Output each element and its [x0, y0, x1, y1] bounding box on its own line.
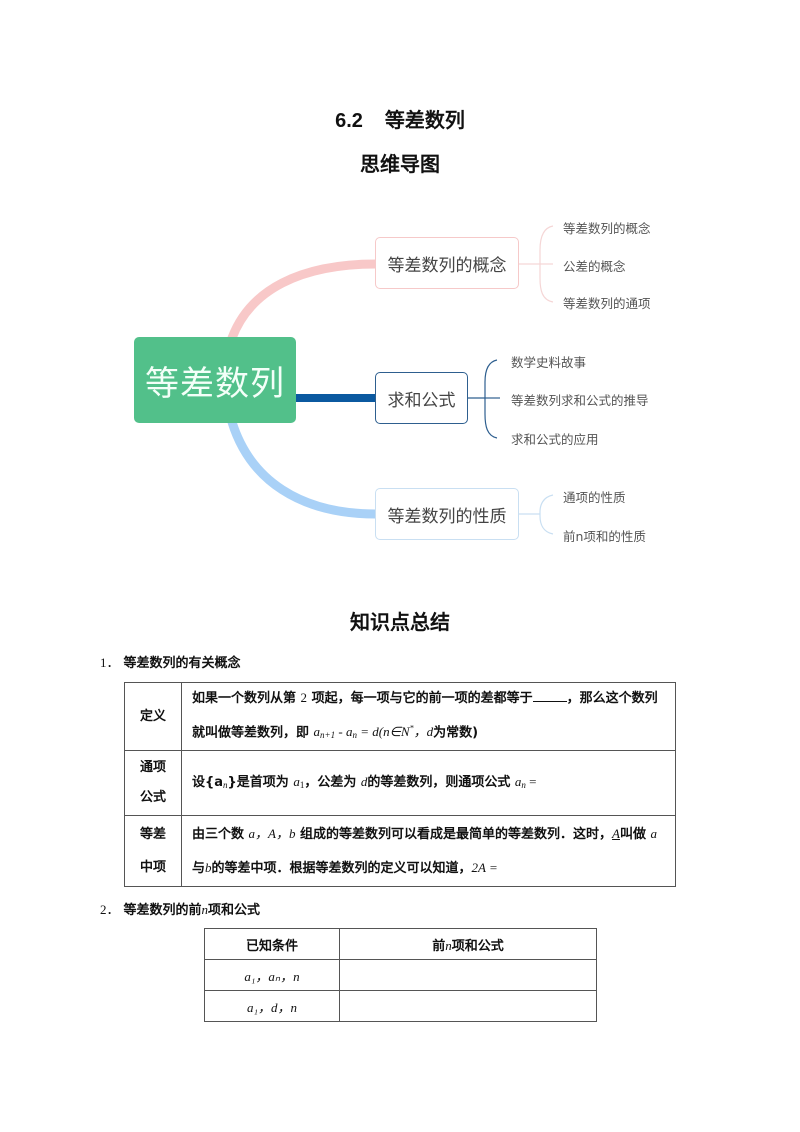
mindmap-leaf: 等差数列的概念: [563, 221, 651, 236]
concepts-table: 定义 如果一个数列从第 2 项起，每一项与它的前一项的差都等于，那么这个数列就叫…: [124, 681, 676, 888]
mindmap-connectors: [227, 225, 554, 535]
section1-heading-text: 等差数列的有关概念: [123, 656, 241, 671]
number: 2: [300, 690, 308, 705]
arithmetic-mean-content: 由三个数 a，A，b 组成的等差数列可以看成是最简单的等差数列．这时，A叫做 a…: [181, 815, 676, 888]
table-row: a₁，d，n: [204, 990, 597, 1022]
mindmap-leaf: 求和公式的应用: [511, 432, 599, 447]
row-label: 通项 公式: [124, 750, 182, 817]
mindmap-leaf: 数学史料故事: [511, 355, 587, 370]
summary-title: 知识点总结: [350, 610, 450, 634]
row-label: 定义: [124, 681, 182, 752]
column-header-formula: 前n项和公式: [339, 928, 597, 960]
section2-number: 2．: [100, 902, 120, 917]
sum-formula-table: 已知条件 前n项和公式 a₁，aₙ，n a₁，d，n: [204, 928, 597, 1022]
formula-cell[interactable]: [339, 990, 597, 1022]
fill-blank[interactable]: [532, 688, 567, 702]
text: 为常数): [433, 725, 479, 741]
table-row-definition: 定义 如果一个数列从第 2 项起，每一项与它的前一项的差都等于，那么这个数列就叫…: [124, 681, 676, 752]
table-header-row: 已知条件 前n项和公式: [204, 928, 597, 960]
text: 项起，每一项与它的前一项的差都等于: [311, 691, 533, 706]
mindmap-branch-concept: 等差数列的概念: [375, 237, 519, 289]
mindmap-subtitle: 思维导图: [360, 152, 440, 176]
table-row-arithmetic-mean: 等差 中项 由三个数 a，A，b 组成的等差数列可以看成是最简单的等差数列．这时…: [124, 815, 676, 888]
mindmap-root-node: 等差数列: [134, 337, 296, 423]
condition-cell: a₁，d，n: [204, 990, 340, 1022]
mindmap-leaf: 通项的性质: [563, 490, 626, 505]
condition-cell: a₁，aₙ，n: [204, 959, 340, 991]
row-label: 等差 中项: [124, 815, 182, 888]
text: 如果一个数列从第: [192, 691, 297, 706]
mindmap-leaf: 公差的概念: [563, 259, 626, 274]
text: 设{a: [192, 774, 224, 790]
answer-blank[interactable]: [541, 772, 621, 786]
table-row-general-term: 通项 公式 设{an}是首项为 a1，公差为 d的等差数列，则通项公式 an =: [124, 750, 676, 817]
text: ，那么这个数列就叫做等差数列，即: [192, 691, 658, 741]
formula-cell[interactable]: [339, 959, 597, 991]
general-term-content: 设{an}是首项为 a1，公差为 d的等差数列，则通项公式 an =: [181, 750, 676, 817]
document-title: 6.2 等差数列: [0, 104, 800, 133]
mindmap-leaf: 等差数列的通项: [563, 296, 651, 311]
definition-content: 如果一个数列从第 2 项起，每一项与它的前一项的差都等于，那么这个数列就叫做等差…: [181, 681, 676, 752]
section1-number: 1．: [100, 655, 120, 670]
title-text: 等差数列: [384, 108, 465, 132]
section-number: 6.2: [335, 110, 363, 132]
section2-heading: 2．等差数列的前n项和公式: [100, 902, 261, 918]
mindmap-branch-properties: 等差数列的性质: [375, 488, 519, 540]
underlined-A: A: [612, 826, 620, 842]
table-row: a₁，aₙ，n: [204, 959, 597, 991]
mindmap-branch-sum-formula: 求和公式: [375, 372, 468, 424]
section1-heading: 1．等差数列的有关概念: [100, 652, 241, 671]
column-header-condition: 已知条件: [204, 928, 340, 960]
mindmap-leaf: 等差数列求和公式的推导: [511, 393, 649, 408]
formula: an+1 - an = d(n∈N*，d: [313, 724, 434, 741]
mindmap-leaf: 前n项和的性质: [563, 529, 646, 544]
